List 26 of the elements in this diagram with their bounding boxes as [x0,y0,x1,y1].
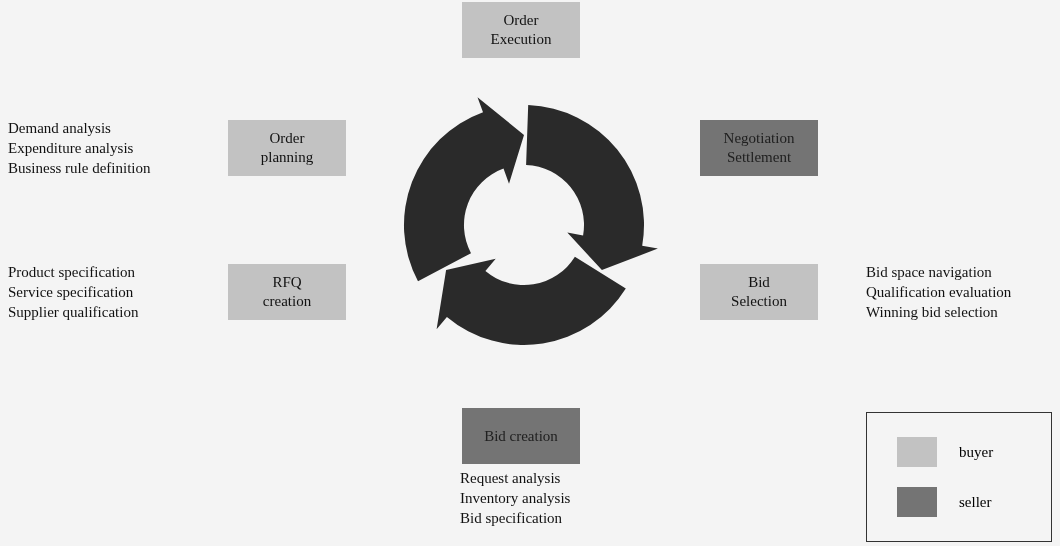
process-box [228,120,346,176]
activity-text: Expenditure analysis [8,139,135,158]
activity-text: Request analysis [460,469,562,488]
legend-label: buyer [959,442,994,462]
activity-text: Service specification [8,283,135,302]
box-label: RFQ creation [261,273,313,311]
box-label: Order planning [259,129,315,167]
box-label: Bid Selection [730,273,788,311]
process-box [228,264,346,320]
activity-text: Business rule definition [8,159,152,178]
activity-text: Demand analysis [8,119,112,138]
box-label: Negotiation Settlement [722,129,796,167]
activity-text: Supplier qualification [8,303,140,322]
process-box [700,264,818,320]
process-box [700,120,818,176]
process-box [462,408,580,464]
process-box [462,2,580,58]
activity-text: Inventory analysis [460,489,572,508]
box-label: Order Execution [489,11,553,49]
box-label: Bid creation [484,426,558,446]
activity-text: Winning bid selection [866,303,999,322]
legend-label: seller [959,492,992,512]
activity-text: Product specification [8,263,137,282]
activity-text: Bid specification [460,509,564,528]
activity-text: Bid space navigation [866,263,993,282]
activity-text: Qualification evaluation [866,283,1013,302]
